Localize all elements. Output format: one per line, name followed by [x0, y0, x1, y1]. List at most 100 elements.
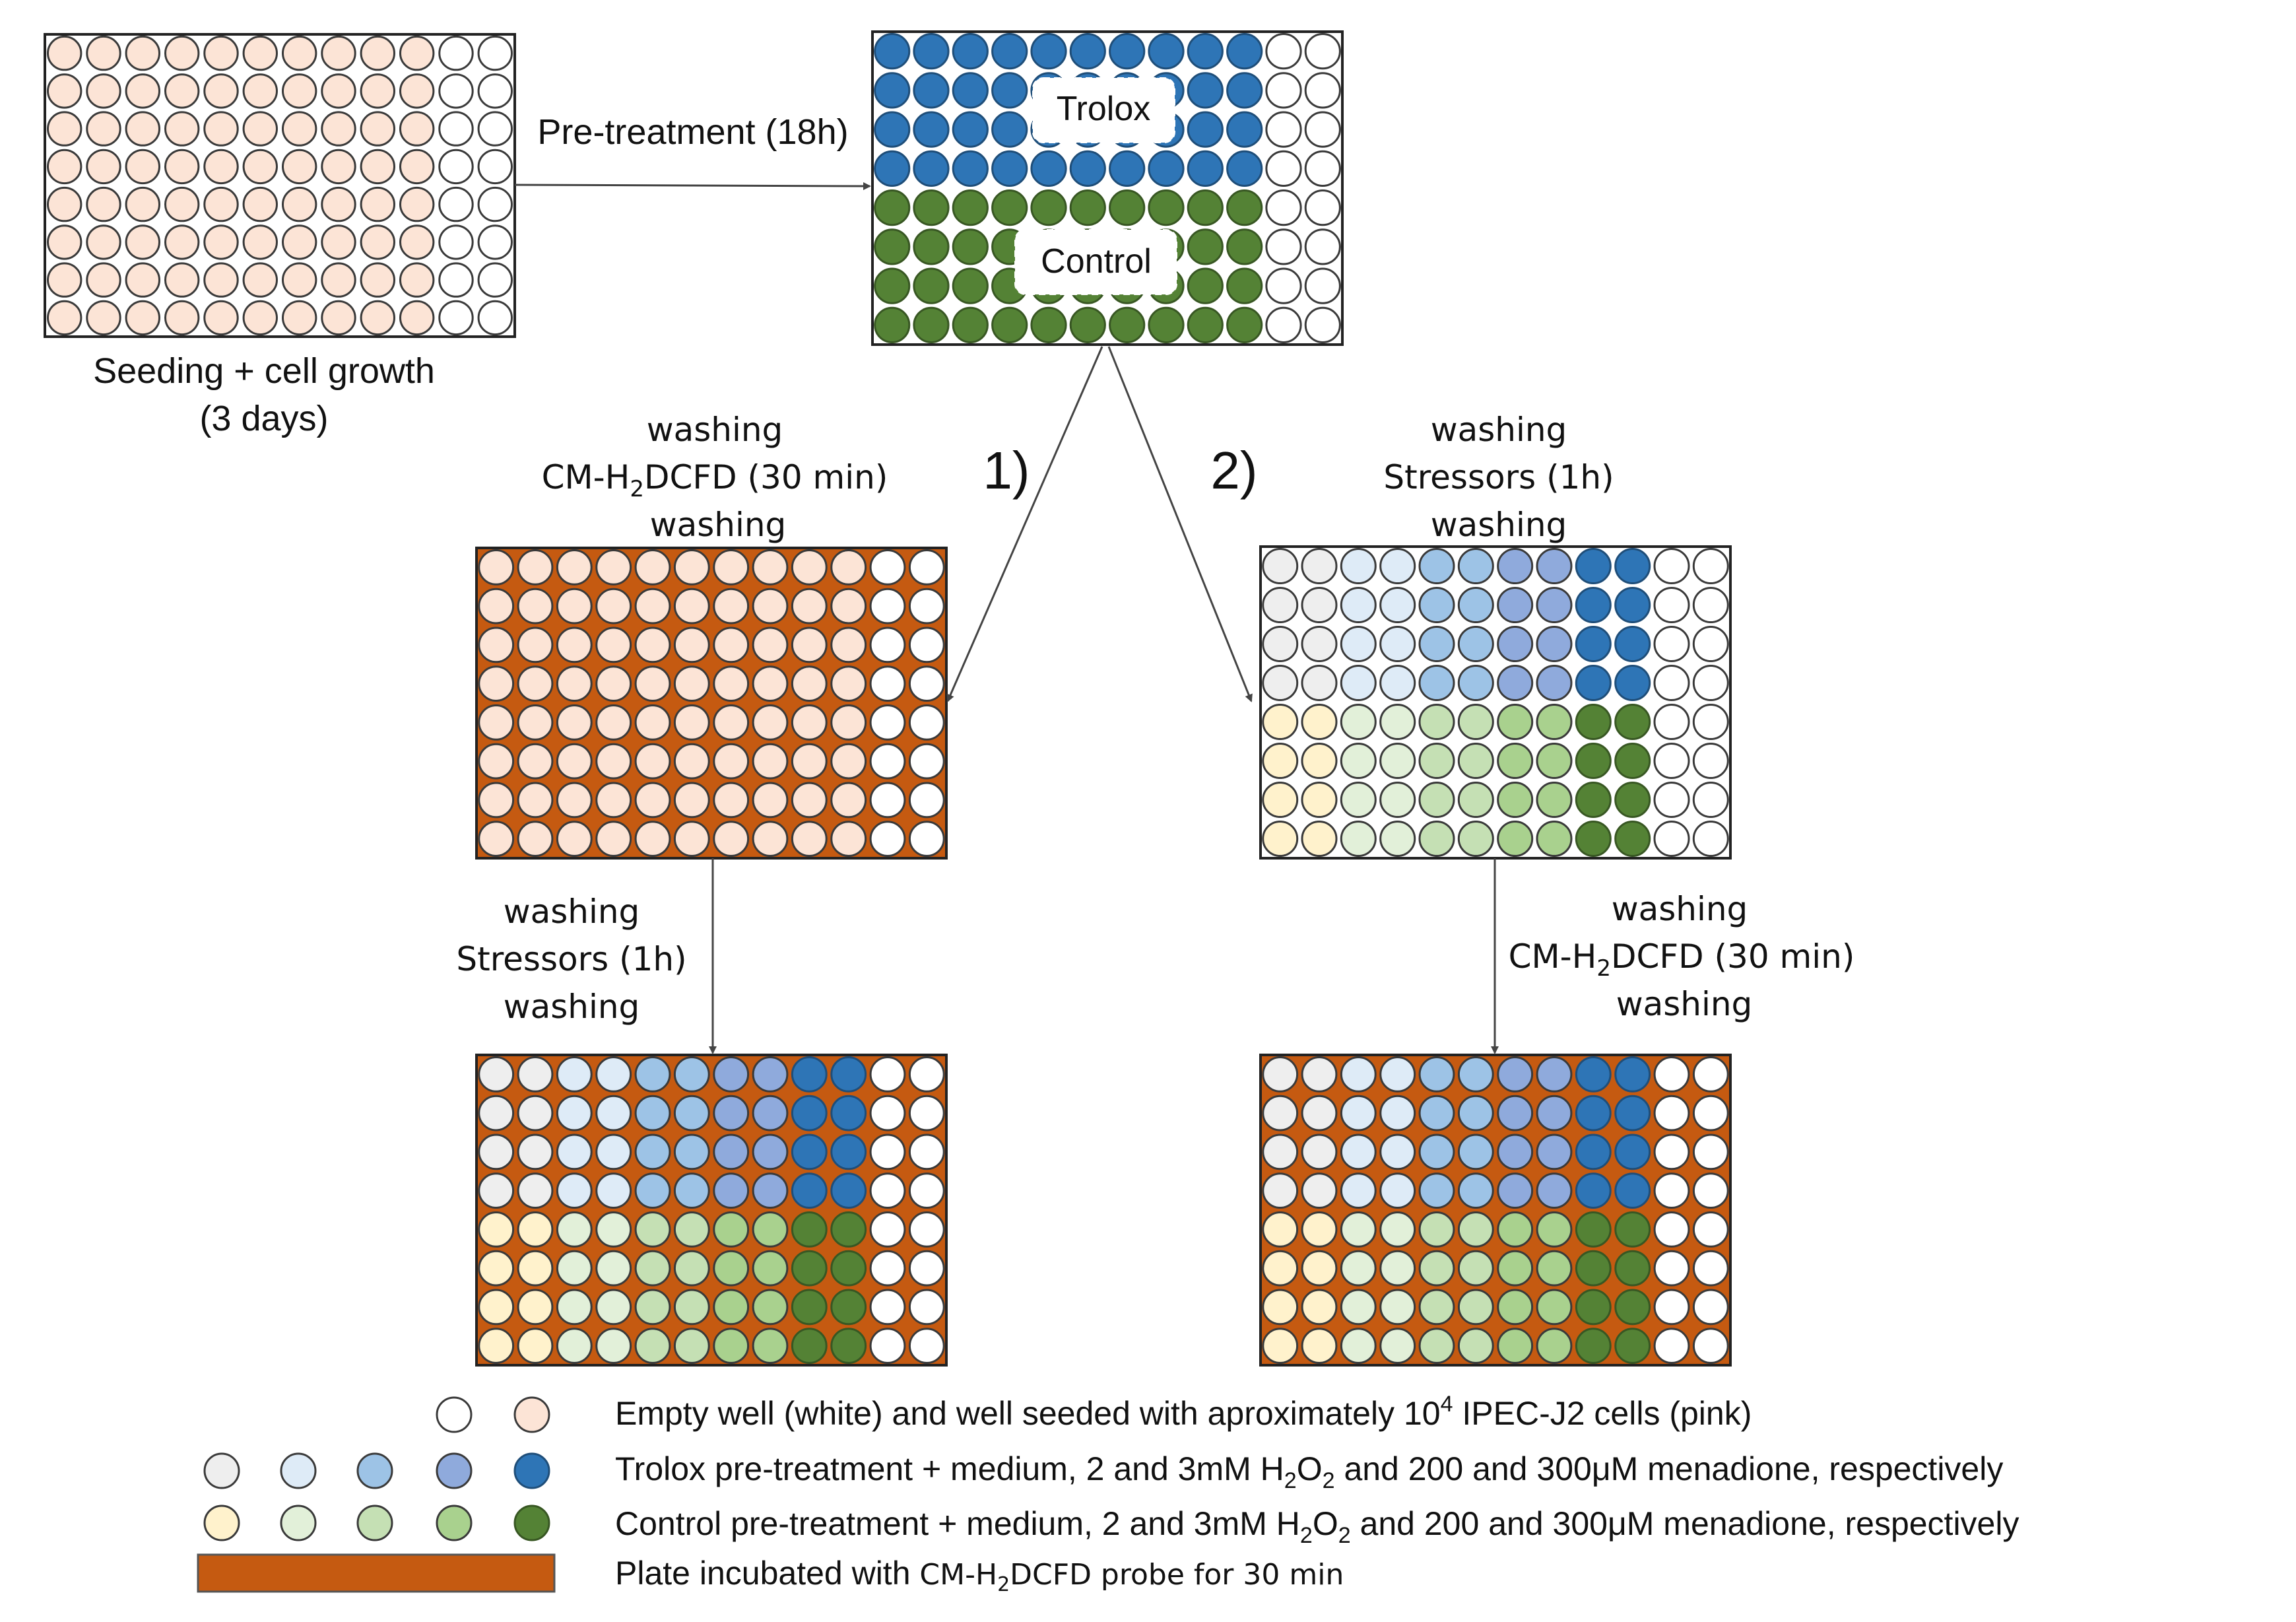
well	[438, 35, 474, 71]
well	[952, 33, 989, 70]
well	[991, 189, 1028, 226]
well	[1497, 1095, 1534, 1132]
well	[1340, 665, 1377, 701]
well	[477, 224, 513, 260]
well	[47, 224, 82, 260]
well	[164, 262, 200, 298]
well	[1304, 150, 1341, 187]
legend-swatch-c1	[203, 1504, 240, 1541]
well	[752, 1172, 789, 1209]
well	[86, 149, 121, 185]
well	[1457, 1328, 1494, 1364]
well	[673, 626, 710, 663]
well	[991, 150, 1028, 187]
well	[1692, 704, 1729, 740]
well	[1418, 626, 1455, 662]
well	[1340, 1250, 1377, 1287]
well	[477, 149, 513, 185]
well	[1340, 743, 1377, 779]
plate-path2-stressors	[1259, 545, 1732, 860]
well	[1536, 782, 1573, 818]
legend-swatches	[203, 1396, 550, 1541]
well	[1692, 743, 1729, 779]
legend-swatch-t4	[436, 1452, 473, 1489]
well	[1653, 1211, 1690, 1248]
well	[477, 35, 513, 71]
well	[556, 626, 593, 663]
well	[874, 306, 911, 343]
well	[1457, 1250, 1494, 1287]
well	[1262, 1211, 1299, 1248]
well	[908, 1056, 945, 1093]
well	[321, 149, 356, 185]
well	[1692, 626, 1729, 662]
well	[47, 111, 82, 147]
well	[1262, 587, 1299, 623]
well	[1575, 1289, 1612, 1326]
well	[991, 306, 1028, 343]
well	[321, 35, 356, 71]
well	[1692, 587, 1729, 623]
well	[713, 704, 750, 741]
well	[1379, 665, 1416, 701]
well	[47, 186, 82, 222]
well	[1226, 228, 1263, 265]
well	[1304, 306, 1341, 343]
well	[399, 149, 435, 185]
well	[556, 1250, 593, 1287]
well	[874, 111, 911, 148]
well	[1379, 1328, 1416, 1364]
well	[517, 1095, 554, 1132]
legend-swatch-t3	[356, 1452, 393, 1489]
well	[1379, 782, 1416, 818]
well	[830, 626, 867, 663]
well	[1262, 626, 1299, 662]
well	[1304, 33, 1341, 70]
well	[1457, 1289, 1494, 1326]
well	[830, 665, 867, 702]
well	[869, 1211, 906, 1248]
well	[830, 1056, 867, 1093]
well	[1575, 821, 1612, 857]
well	[673, 1211, 710, 1248]
well	[1653, 1289, 1690, 1326]
well	[321, 224, 356, 260]
legend-swatch-t1	[203, 1452, 240, 1489]
well	[1262, 665, 1299, 701]
well	[908, 743, 945, 780]
well	[869, 1133, 906, 1170]
well	[556, 1211, 593, 1248]
well	[1262, 1133, 1299, 1170]
well	[125, 262, 161, 298]
plate-frame	[44, 33, 516, 338]
well	[634, 588, 671, 625]
well	[952, 228, 989, 265]
plate-frame	[1259, 1054, 1732, 1367]
well	[908, 1172, 945, 1209]
well	[242, 262, 278, 298]
well	[1418, 1328, 1455, 1364]
well	[1575, 1133, 1612, 1170]
well	[1536, 704, 1573, 740]
well	[1536, 1172, 1573, 1209]
well	[1301, 587, 1338, 623]
well	[1536, 1250, 1573, 1287]
well	[1692, 1095, 1729, 1132]
well	[1301, 1172, 1338, 1209]
well	[1536, 1328, 1573, 1364]
well	[1457, 626, 1494, 662]
well	[908, 549, 945, 586]
well	[713, 1250, 750, 1287]
well	[830, 588, 867, 625]
well	[47, 149, 82, 185]
well	[1226, 111, 1263, 148]
well	[1379, 548, 1416, 584]
well	[399, 300, 435, 336]
well	[86, 300, 121, 336]
well	[1340, 1133, 1377, 1170]
well	[1418, 704, 1455, 740]
well	[752, 1095, 789, 1132]
well	[1265, 267, 1302, 304]
well	[517, 743, 554, 780]
arrow-path2	[1107, 346, 1253, 702]
